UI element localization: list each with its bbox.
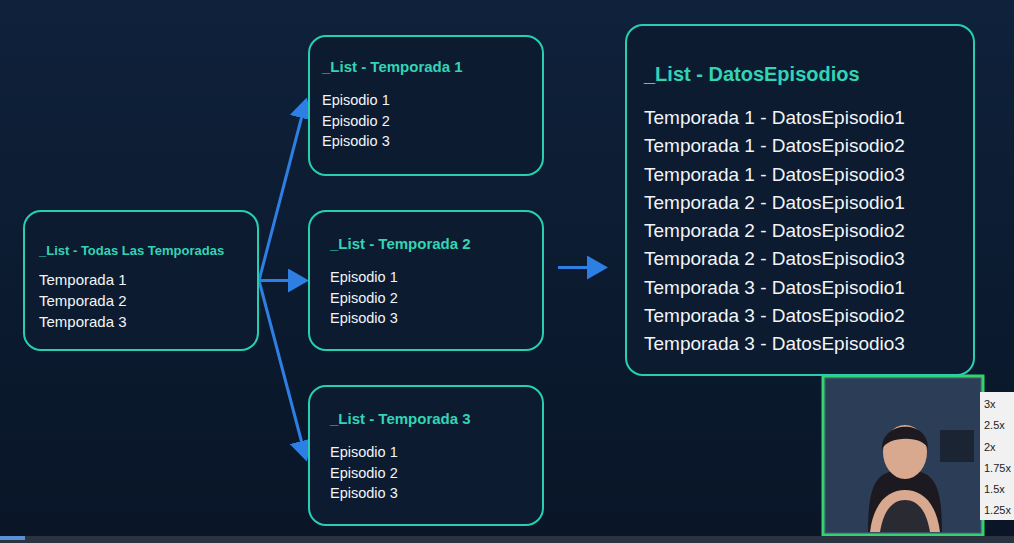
speed-option: 1.25x	[980, 500, 1014, 521]
webcam-monitor	[940, 430, 974, 462]
list-item: Temporada 2	[39, 290, 249, 311]
list-item: Temporada 1	[39, 269, 249, 290]
list-item: Episodio 2	[322, 111, 534, 132]
list-title: _List - Temporada 3	[330, 409, 534, 428]
webcam-frame	[823, 376, 983, 535]
list-item: Temporada 3 - DatosEpisodio3	[644, 330, 965, 358]
list-item: Temporada 3	[39, 311, 249, 332]
webcam-shoulders	[870, 490, 940, 532]
webcam-hair	[868, 470, 942, 532]
speed-option: 3x	[980, 394, 1014, 415]
list-box: _List - Temporada 1 Episodio 1Episodio 2E…	[308, 35, 544, 176]
list-item: Temporada 3 - DatosEpisodio1	[644, 274, 965, 302]
list-box: _List - Temporada 3 Episodio 1Episodio 2E…	[308, 385, 544, 526]
list-box: _List - DatosEpisodiosTemporada 1 - Dato…	[625, 24, 975, 376]
list-item: Episodio 2	[330, 463, 534, 484]
speed-option: 1.5x	[980, 479, 1014, 500]
list-item: Episodio 3	[330, 308, 534, 329]
progress-bar	[0, 536, 1014, 543]
list-title: _List - Temporada 1	[322, 57, 534, 76]
list-item: Temporada 1 - DatosEpisodio3	[644, 161, 965, 189]
list-item: Episodio 3	[322, 131, 534, 152]
list-item: Temporada 3 - DatosEpisodio2	[644, 302, 965, 330]
webcam-background	[826, 379, 980, 532]
list-title: _List - DatosEpisodios	[644, 62, 965, 86]
arrow-connector	[259, 279, 306, 282]
list-item: Episodio 2	[330, 288, 534, 309]
arrow-connector	[259, 281, 306, 459]
speed-option: 2.5x	[980, 415, 1014, 436]
webcam-hair-top	[882, 427, 928, 450]
speed-option: 2x	[980, 437, 1014, 458]
list-item: Temporada 2 - DatosEpisodio1	[644, 189, 965, 217]
arrow-connector	[259, 101, 306, 281]
list-item: Episodio 1	[322, 90, 534, 111]
progress-fill	[0, 536, 25, 540]
list-item: Temporada 2 - DatosEpisodio2	[644, 217, 965, 245]
speed-menu: 3x2.5x2x1.75x1.5x1.25x	[980, 392, 1014, 520]
list-item: Temporada 2 - DatosEpisodio3	[644, 245, 965, 273]
list-item: Episodio 3	[330, 483, 534, 504]
arrow-connector	[558, 266, 605, 269]
list-box: _List - Temporada 2 Episodio 1Episodio 2E…	[308, 210, 544, 351]
list-item: Temporada 1 - DatosEpisodio2	[644, 132, 965, 160]
list-item: Temporada 1 - DatosEpisodio1	[644, 104, 965, 132]
webcam-top	[880, 500, 930, 532]
list-title: _List - Temporada 2	[330, 234, 534, 253]
list-box: _List - Todas Las TemporadasTemporada 1T…	[23, 210, 259, 351]
speed-option: 1.75x	[980, 458, 1014, 479]
list-item: Episodio 1	[330, 442, 534, 463]
list-item: Episodio 1	[330, 267, 534, 288]
list-title: _List - Todas Las Temporadas	[39, 242, 249, 259]
